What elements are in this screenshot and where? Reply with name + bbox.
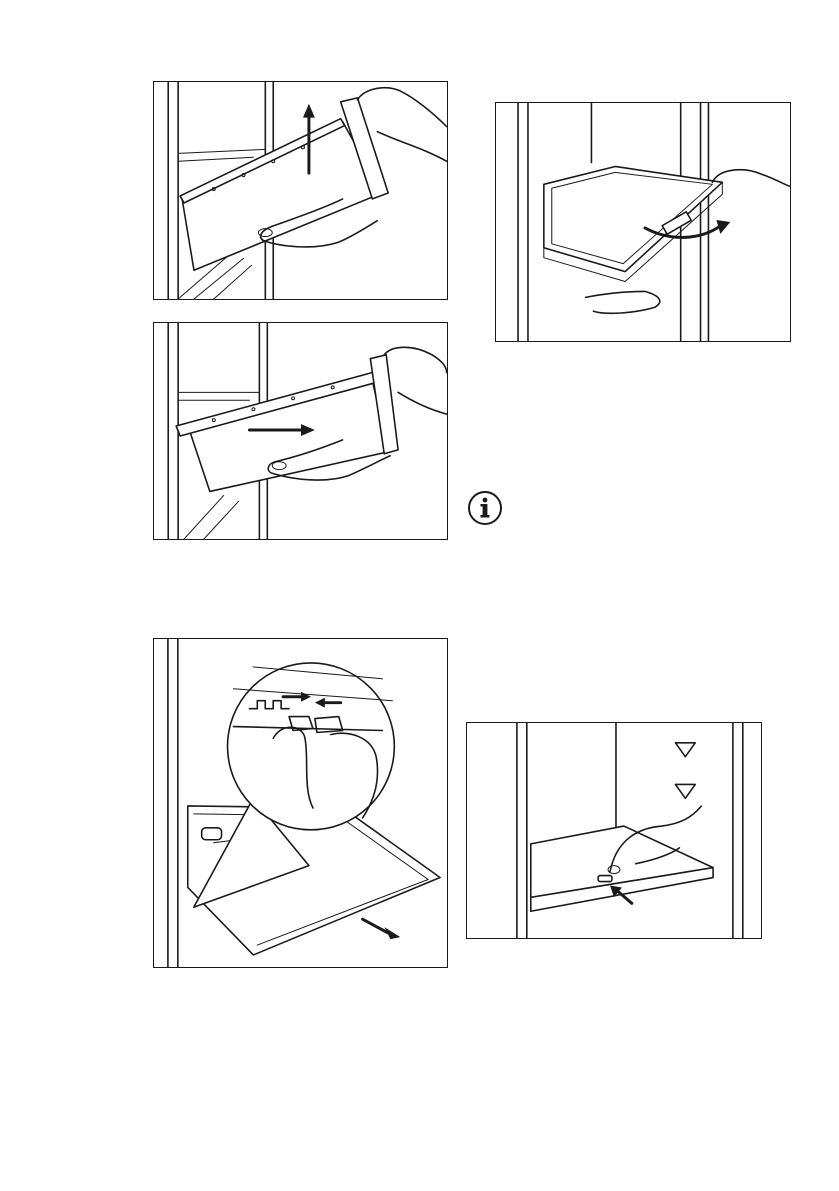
shelf-tilt-drawing (496, 103, 790, 341)
bin-slide-drawing (154, 323, 447, 539)
bin-lift-drawing (154, 82, 447, 299)
clip-release-drawing (154, 639, 447, 967)
illustration-bin-slide (153, 322, 448, 540)
info-icon (467, 490, 503, 526)
bottom-shelf-drawing (467, 723, 761, 938)
illustration-bottom-shelf-press (466, 722, 762, 939)
illustration-clip-release (153, 638, 448, 968)
illustration-bin-lift (153, 81, 448, 300)
illustration-shelf-tilt (495, 102, 791, 342)
